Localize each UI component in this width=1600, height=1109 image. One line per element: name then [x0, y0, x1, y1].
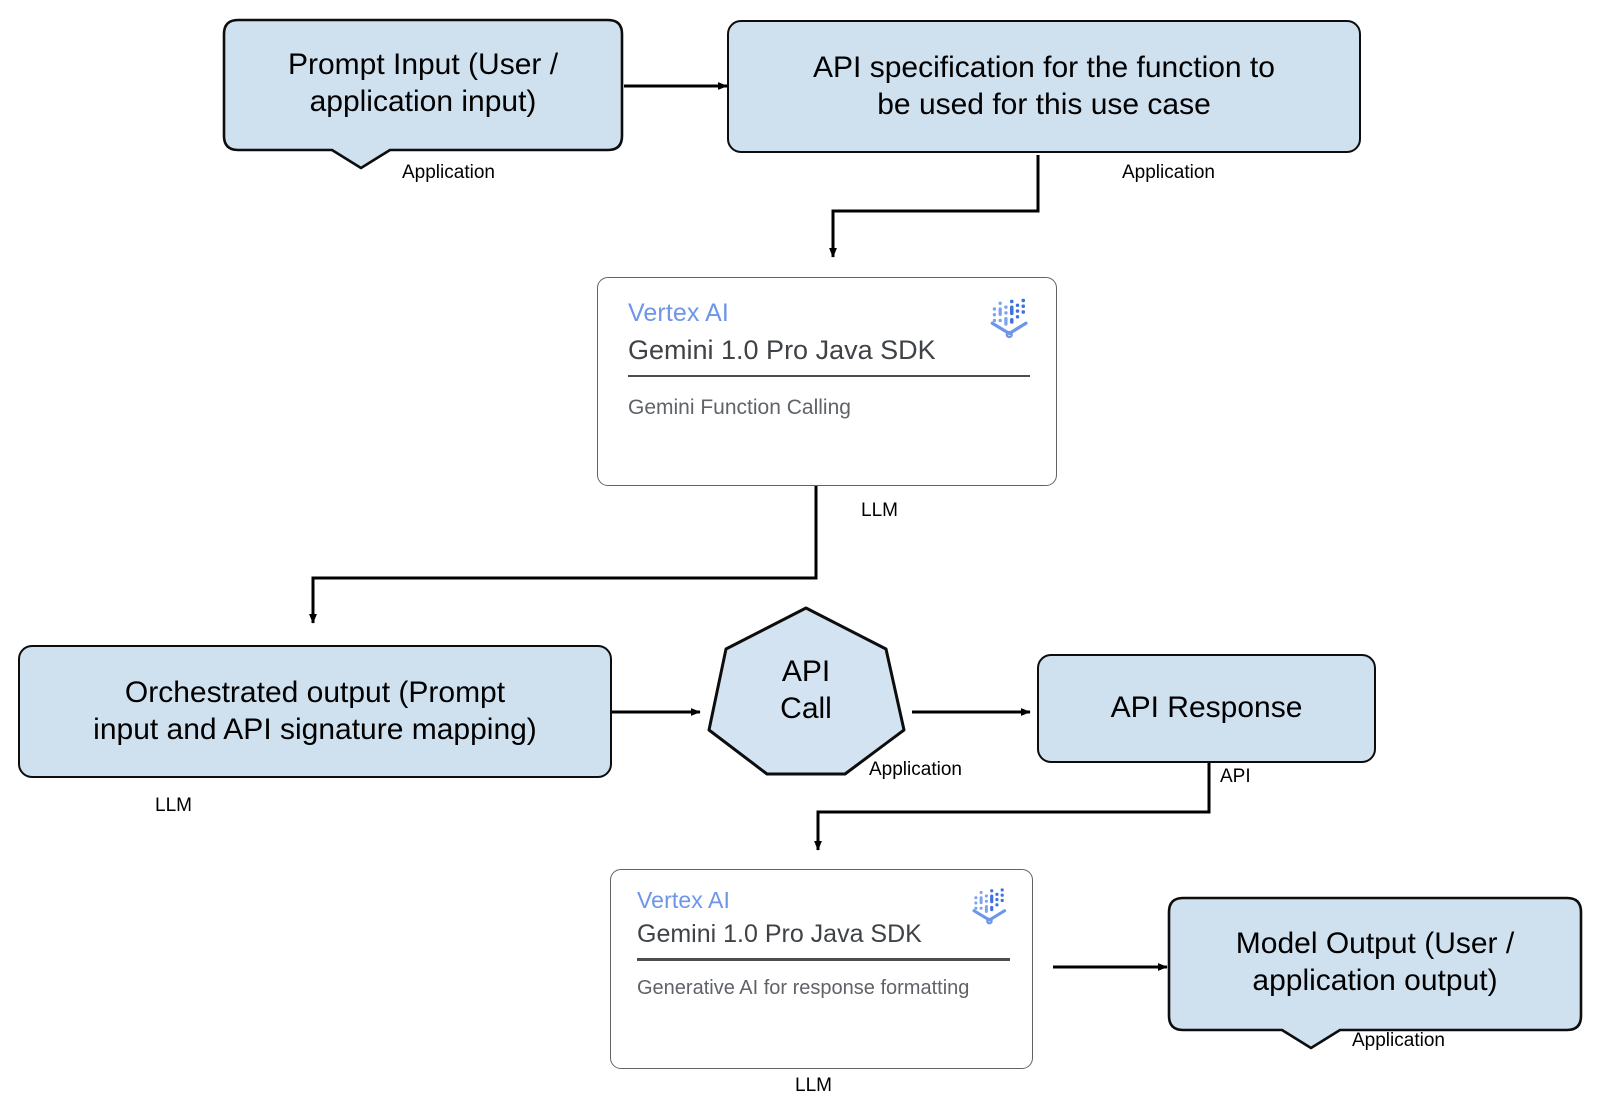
vertex-top-brand: Vertex AI — [628, 299, 729, 327]
vertex-bottom-divider — [637, 958, 1010, 961]
vertex-ai-logo-icon — [990, 298, 1028, 339]
node-model-output[interactable]: Model Output (User / application output) — [1167, 896, 1583, 1052]
vertex-bottom-inner: Vertex AI Gemini 1.0 Pro Java SDK Genera… — [611, 870, 1032, 1068]
heptagon-shape-api-call — [707, 606, 906, 776]
vertex-top-title: Gemini 1.0 Pro Java SDK — [628, 334, 936, 365]
edge-vertex-top-to-orchestrated-output — [308, 486, 818, 624]
vertex-bottom-subtitle: Generative AI for response formatting — [637, 976, 970, 999]
node-prompt-input[interactable]: Prompt Input (User / application input) — [222, 18, 624, 170]
vertex-bottom-title: Gemini 1.0 Pro Java SDK — [637, 920, 922, 949]
vertex-top-divider — [628, 374, 1030, 378]
node-prompt-input-label: Prompt Input (User / application input) — [287, 48, 559, 118]
callout-shape-model-output — [1167, 896, 1583, 1050]
node-orchestrated-output[interactable]: Orchestrated output (Prompt input and AP… — [18, 645, 612, 778]
vertex-top-inner: Vertex AI Gemini 1.0 Pro Java SDK Gemini… — [598, 278, 1056, 485]
lane-label-prompt-input: Application — [402, 162, 495, 183]
lane-label-vertex-bottom: LLM — [795, 1075, 832, 1096]
node-api-response[interactable]: API Response — [1037, 654, 1376, 763]
node-api-spec-label: API specification for the function to be… — [813, 50, 1275, 121]
node-api-call-label: API Call — [780, 655, 832, 725]
lane-label-orchestrated-output: LLM — [155, 795, 192, 816]
node-orchestrated-output-label: Orchestrated output (Prompt input and AP… — [93, 675, 537, 746]
vertex-top-subtitle: Gemini Function Calling — [628, 396, 851, 420]
lane-label-vertex-top: LLM — [861, 500, 898, 521]
vertex-ai-logo-icon — [972, 888, 1007, 925]
vertex-bottom-brand: Vertex AI — [637, 887, 730, 913]
node-model-output-label: Model Output (User / application output) — [1235, 927, 1515, 997]
lane-label-api-call: Application — [869, 759, 962, 780]
lane-label-api-response: API — [1220, 766, 1251, 787]
callout-shape-prompt-input — [222, 18, 624, 170]
node-api-spec[interactable]: API specification for the function to be… — [727, 20, 1361, 153]
edge-api-spec-to-vertex-top — [828, 155, 1040, 258]
node-vertex-top[interactable]: Vertex AI Gemini 1.0 Pro Java SDK Gemini… — [597, 277, 1057, 486]
node-api-response-label: API Response — [1110, 691, 1303, 725]
node-vertex-bottom[interactable]: Vertex AI Gemini 1.0 Pro Java SDK Genera… — [610, 869, 1033, 1069]
node-api-call[interactable]: API Call — [700, 605, 912, 777]
lane-label-api-spec: Application — [1122, 162, 1215, 183]
lane-label-model-output: Application — [1352, 1030, 1445, 1051]
